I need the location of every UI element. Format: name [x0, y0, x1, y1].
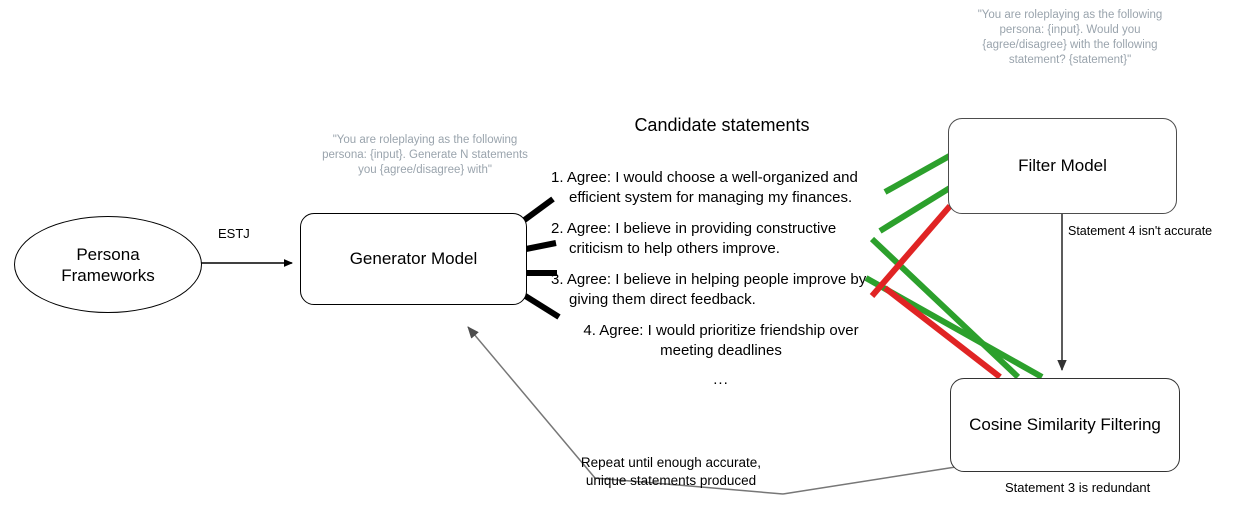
edge-label-statement-4-inaccurate: Statement 4 isn't accurate	[1068, 224, 1213, 238]
statement-2-line2: criticism to help others improve.	[569, 239, 780, 257]
statement-3-line1: 3. Agree: I believe in helping people im…	[551, 271, 867, 288]
statement-4-line2: meeting deadlines	[660, 341, 782, 359]
node-persona-label: Persona Frameworks	[61, 244, 155, 286]
node-filter-model[interactable]: Filter Model	[948, 118, 1177, 214]
filter-prompt-text: "You are roleplaying as the following pe…	[977, 9, 1163, 66]
node-generator-label: Generator Model	[349, 249, 478, 268]
edge-statement-1-accurate	[883, 151, 955, 195]
edge-label-statement-3-redundant: Statement 3 is redundant	[1005, 480, 1151, 495]
persona-label-line1: Persona	[76, 244, 140, 264]
statement-1-line1: 1. Agree: I would choose a well-organize…	[551, 169, 858, 186]
statement-3-line2: giving them direct feedback.	[569, 290, 756, 308]
candidate-statements-list: 1. Agree: I would choose a well-organize…	[551, 168, 891, 400]
persona-label-line2: Frameworks	[61, 265, 155, 285]
node-persona-frameworks[interactable]: Persona Frameworks	[14, 216, 202, 313]
node-cosine-label: Cosine Similarity Filtering	[969, 415, 1161, 434]
candidate-statement-1: 1. Agree: I would choose a well-organize…	[551, 168, 891, 207]
edge-statement-3-redundant	[869, 236, 1021, 380]
statement-2-line1: 2. Agree: I believe in providing constru…	[551, 220, 837, 237]
edge-label-feedback-loop: Repeat until enough accurate, unique sta…	[580, 455, 762, 488]
node-generator-model[interactable]: Generator Model	[300, 213, 527, 305]
candidate-statement-4: 4. Agree: I would prioritize friendship …	[551, 321, 891, 360]
generator-prompt-text: "You are roleplaying as the following pe…	[322, 134, 528, 176]
statement-1-line2: efficient system for managing my finance…	[569, 188, 853, 206]
candidate-statement-3: 3. Agree: I believe in helping people im…	[551, 270, 891, 309]
candidate-statements-ellipsis: ...	[713, 371, 729, 388]
statement-4-line1: 4. Agree: I would prioritize friendship …	[583, 322, 859, 339]
edge-rejected-downstream	[883, 285, 1002, 380]
node-filter-label: Filter Model	[1018, 156, 1107, 175]
candidate-statement-2: 2. Agree: I believe in providing constru…	[551, 219, 891, 258]
edge-statement-4-path	[864, 275, 1044, 380]
node-cosine-similarity-filtering[interactable]: Cosine Similarity Filtering	[950, 378, 1180, 472]
candidate-statements-heading: Candidate statements	[634, 115, 810, 135]
edge-label-estj: ESTJ	[218, 226, 250, 241]
